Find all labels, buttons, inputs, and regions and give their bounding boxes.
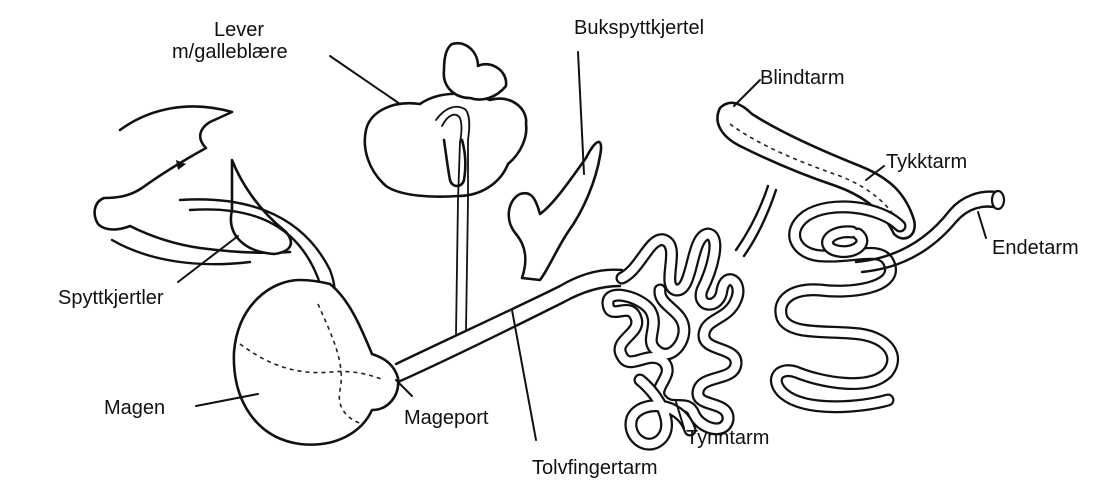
- label-tynntarm: Tynntarm: [686, 427, 769, 449]
- anus: [992, 191, 1004, 209]
- small-intestine: [608, 234, 738, 444]
- liver-lobe: [444, 43, 506, 99]
- salivary-gland: [231, 160, 291, 254]
- label-magen: Magen: [104, 397, 165, 419]
- label-mageport: Mageport: [404, 407, 489, 429]
- label-galleblaere: m/galleblære: [172, 41, 288, 63]
- label-spyttkjertler: Spyttkjertler: [58, 287, 164, 309]
- label-tolvfingertarm: Tolvfingertarm: [532, 457, 658, 479]
- duodenum: [396, 270, 622, 382]
- label-bukspyttkjertel: Bukspyttkjertel: [574, 17, 704, 39]
- label-endetarm: Endetarm: [992, 237, 1079, 259]
- label-blindtarm: Blindtarm: [760, 67, 844, 89]
- pancreas: [509, 142, 601, 280]
- ileum: [736, 186, 776, 256]
- label-lever: Lever: [214, 19, 264, 41]
- stomach: [234, 280, 398, 445]
- label-tykktarm: Tykktarm: [886, 151, 967, 173]
- spiral-colon: [776, 207, 900, 407]
